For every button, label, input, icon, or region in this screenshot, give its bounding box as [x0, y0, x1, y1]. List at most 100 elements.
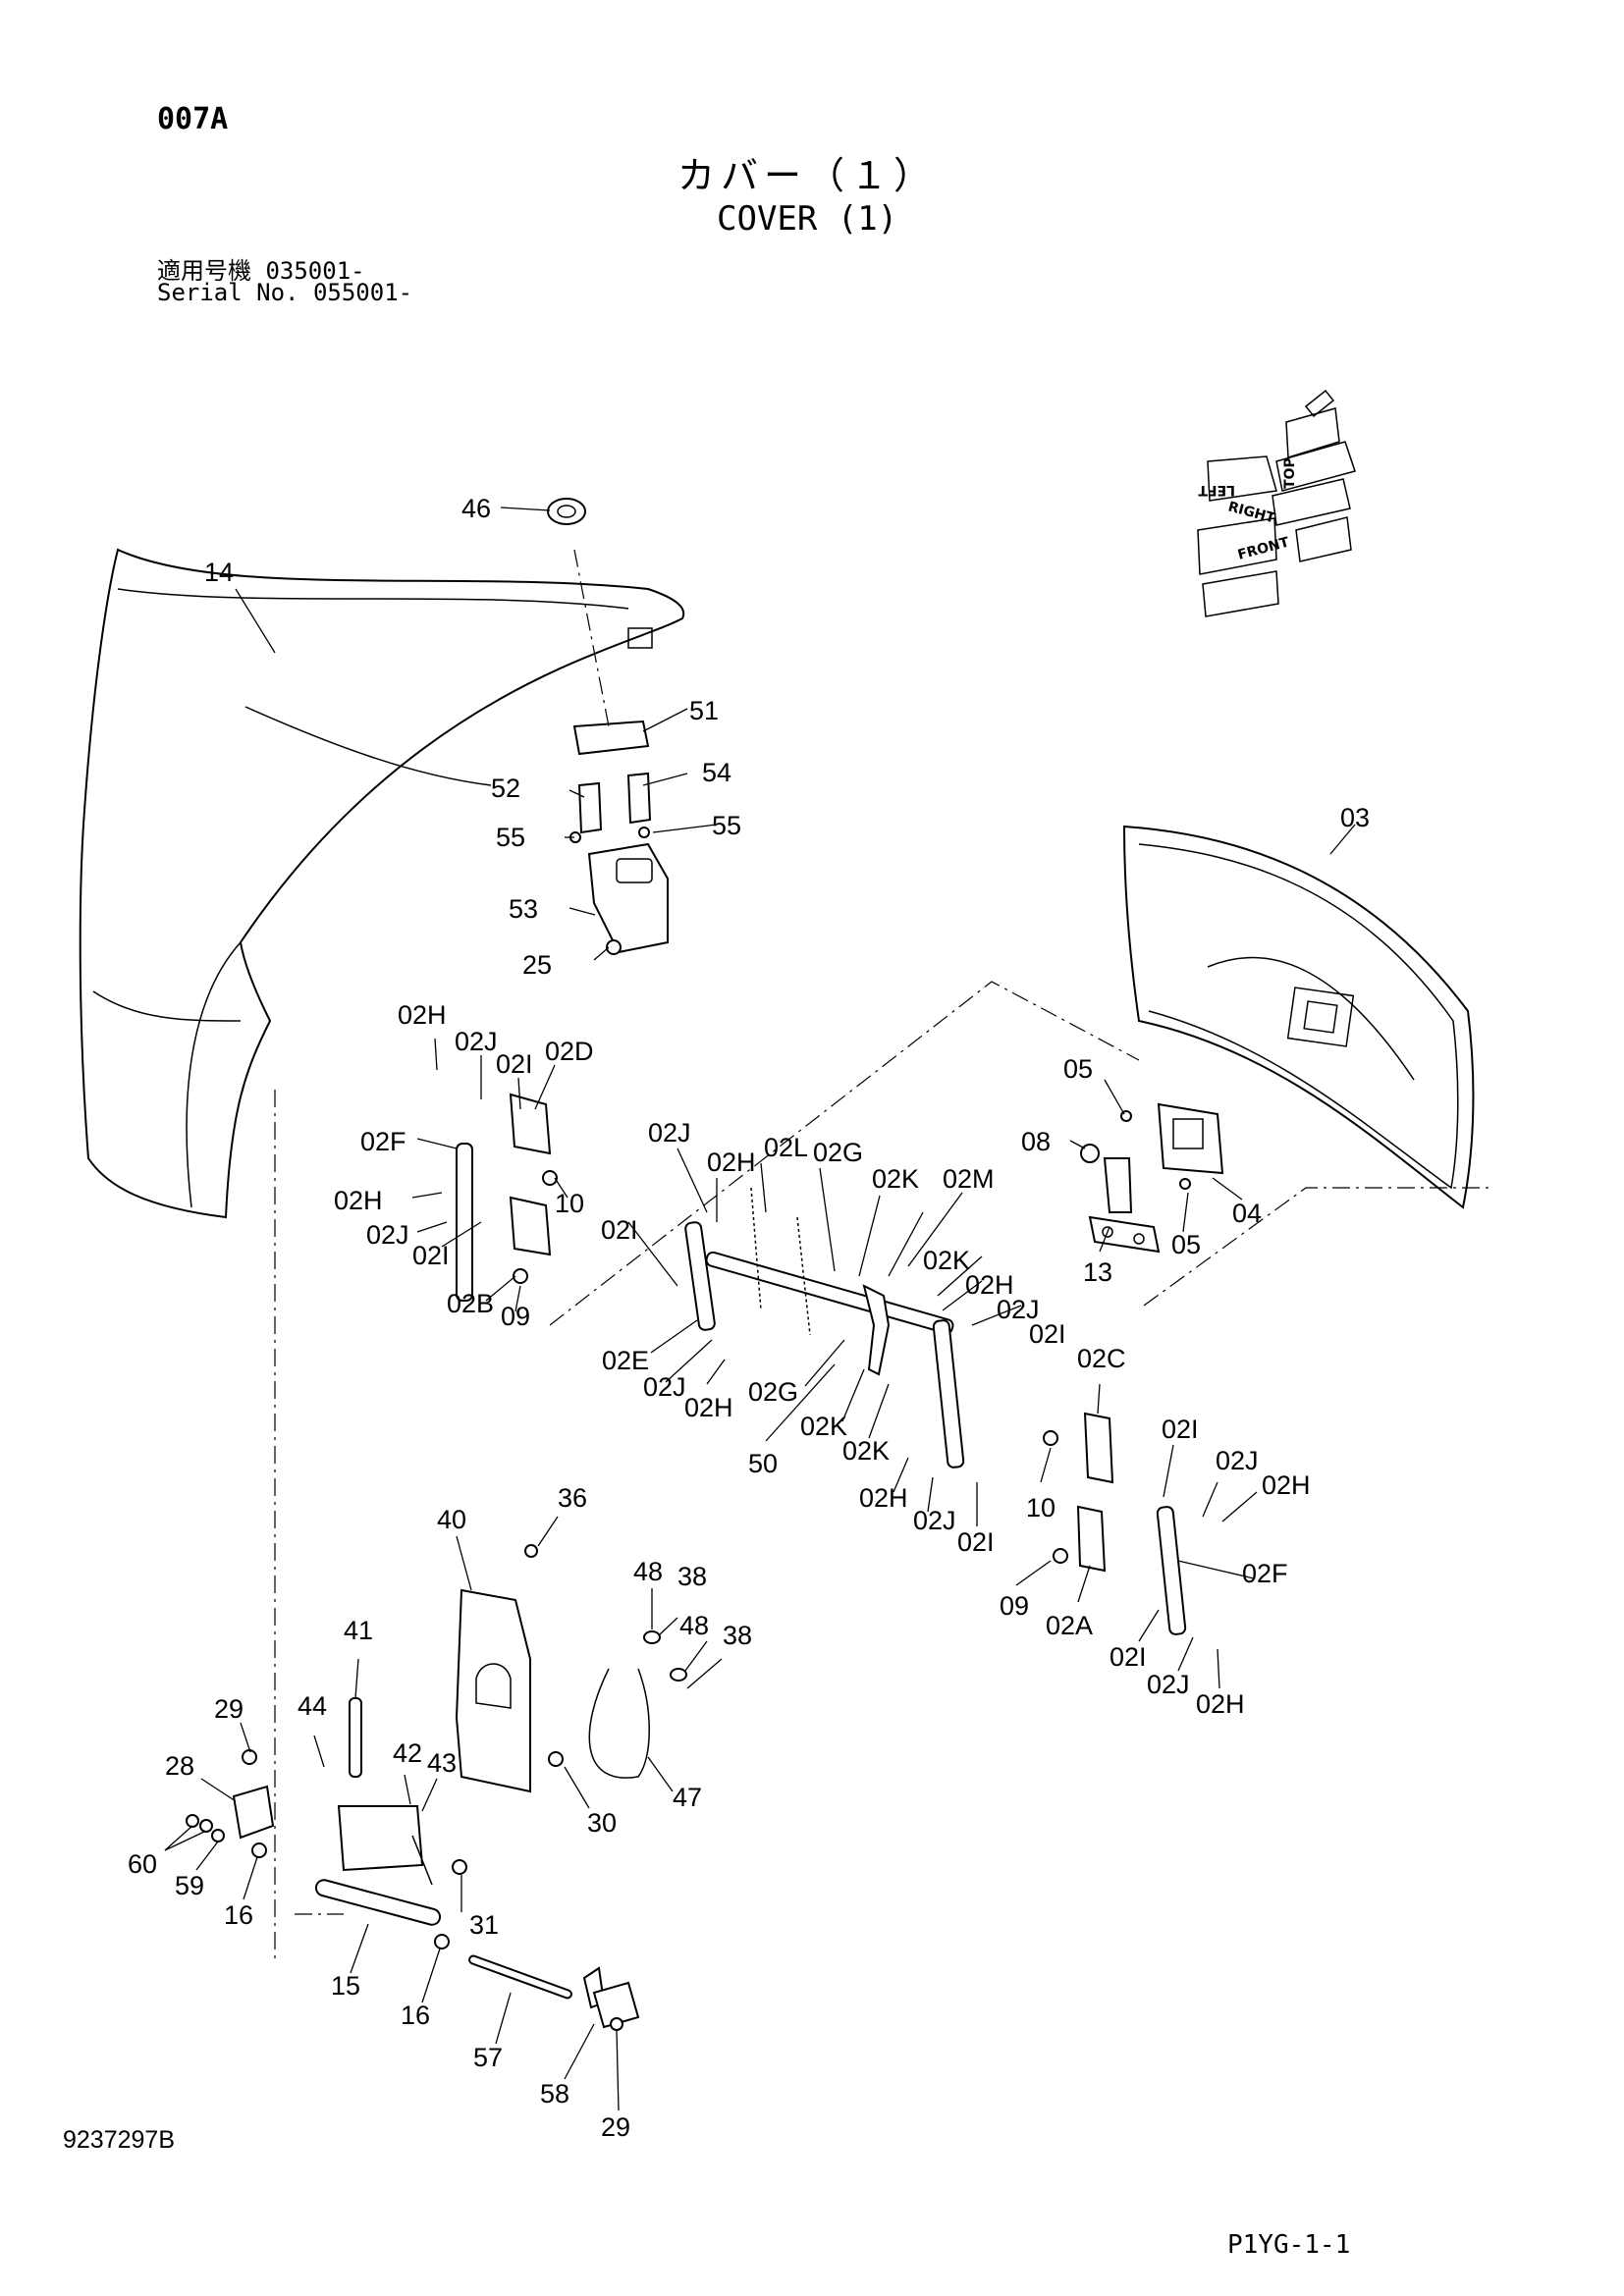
callout-label: 48	[679, 1611, 709, 1640]
callout-label: 44	[298, 1691, 327, 1721]
orientation-top-label: TOP	[1282, 457, 1298, 489]
callout-label: 02J	[997, 1295, 1040, 1324]
callout-label: 02J	[366, 1220, 409, 1250]
callout-label: 40	[437, 1505, 466, 1534]
callout-label: 02I	[412, 1241, 450, 1270]
callout-label: 29	[601, 2112, 630, 2142]
serial-applicable-jp: 適用号機 035001-	[157, 257, 365, 285]
callout-label: 02C	[1077, 1344, 1126, 1373]
lower-rod-assembly	[186, 1749, 640, 2031]
callout-labels: 46 14 51 54 52 55 55 53 25 03 02H 02J 02…	[128, 494, 1370, 2142]
serial-number: Serial No. 055001-	[157, 279, 413, 306]
cover-14	[79, 548, 685, 1219]
callout-label: 02A	[1046, 1611, 1093, 1640]
callout-label: 02H	[859, 1483, 908, 1513]
callout-label: 59	[175, 1871, 204, 1900]
callout-label: 02H	[965, 1270, 1014, 1300]
callout-label: 02I	[1029, 1319, 1066, 1349]
callout-label: 48	[633, 1557, 663, 1586]
link-assembly-left	[456, 1093, 558, 1302]
callout-label: 02E	[602, 1346, 649, 1375]
callout-label: 02H	[684, 1393, 733, 1422]
document-code: 9237297B	[63, 2126, 176, 2154]
link-assembly-right	[1043, 1412, 1187, 1635]
callout-label: 10	[1026, 1493, 1056, 1522]
title-japanese: カバー（１）	[677, 154, 938, 197]
callout-label: 53	[509, 894, 538, 924]
callout-label: 02J	[1216, 1446, 1259, 1475]
callout-label: 30	[587, 1808, 617, 1838]
orientation-front-label: FRONT	[1236, 534, 1291, 562]
callout-label: 13	[1083, 1257, 1112, 1287]
callout-label: 02L	[764, 1133, 808, 1162]
callout-label: 02J	[643, 1372, 686, 1402]
callout-label: 46	[461, 494, 491, 523]
callout-label: 02I	[601, 1215, 638, 1245]
callout-label: 38	[723, 1621, 752, 1650]
callout-label: 58	[540, 2079, 569, 2109]
callout-label: 02G	[748, 1377, 798, 1407]
callout-label: 02I	[1162, 1415, 1199, 1444]
callout-label: 52	[491, 774, 520, 803]
callout-label: 51	[689, 696, 719, 725]
callout-label: 02J	[648, 1118, 691, 1148]
orientation-indicator: TOP LEFT RIGHT FRONT	[1197, 389, 1356, 617]
sheet-code: P1YG-1-1	[1227, 2230, 1351, 2260]
callout-label: 02H	[334, 1186, 383, 1215]
callout-label: 43	[427, 1748, 457, 1778]
leader-lines	[164, 507, 1356, 2111]
callout-label: 02I	[496, 1049, 533, 1079]
callout-label: 54	[702, 758, 731, 787]
callout-label: 57	[473, 2043, 503, 2072]
callout-label: 02F	[1242, 1559, 1288, 1588]
callout-label: 60	[128, 1849, 157, 1879]
callout-label: 36	[558, 1483, 587, 1513]
orientation-left-label: LEFT	[1198, 482, 1235, 498]
latch-assembly	[1080, 1102, 1224, 1254]
callout-label: 02K	[872, 1164, 919, 1194]
callout-label: 02J	[1147, 1670, 1190, 1699]
callout-label: 05	[1063, 1054, 1093, 1084]
callout-label: 03	[1340, 803, 1370, 832]
callout-label: 47	[673, 1783, 702, 1812]
callout-label: 08	[1021, 1127, 1051, 1156]
callout-label: 04	[1232, 1199, 1262, 1228]
callout-label: 41	[344, 1616, 373, 1645]
callout-label: 25	[522, 950, 552, 980]
callout-label: 02H	[707, 1148, 756, 1177]
callout-label: 10	[555, 1189, 584, 1218]
callout-label: 02G	[813, 1138, 863, 1167]
callout-label: 16	[224, 1900, 253, 1930]
callout-label: 55	[712, 811, 741, 840]
callout-label: 02M	[943, 1164, 995, 1194]
callout-label: 42	[393, 1738, 422, 1768]
callout-label: 29	[214, 1694, 244, 1724]
callout-label: 09	[501, 1302, 530, 1331]
callout-label: 09	[1000, 1591, 1029, 1621]
cover-03	[1122, 825, 1475, 1209]
callout-label: 02H	[398, 1000, 447, 1030]
link-assembly-center	[684, 1187, 965, 1468]
orientation-right-label: RIGHT	[1226, 499, 1277, 526]
callout-label: 02D	[545, 1037, 594, 1066]
callout-label: 50	[748, 1449, 778, 1478]
callout-label: 02K	[800, 1412, 847, 1441]
callout-label: 02K	[842, 1436, 890, 1466]
callout-label: 55	[496, 823, 525, 852]
callout-label: 15	[331, 1971, 360, 2001]
callout-label: 02H	[1262, 1470, 1311, 1500]
callout-label: 02K	[923, 1246, 970, 1275]
callout-label: 28	[165, 1751, 194, 1781]
callout-label: 02I	[1110, 1642, 1147, 1672]
callout-label: 02H	[1196, 1689, 1245, 1719]
callout-label: 02B	[447, 1289, 494, 1318]
lower-plate-assembly	[337, 1544, 687, 1886]
callout-label: 14	[204, 558, 234, 587]
bracket-assembly-upper	[569, 720, 669, 955]
callout-label: 31	[469, 1910, 499, 1940]
callout-label: 16	[401, 2001, 430, 2030]
callout-label: 02J	[913, 1506, 956, 1535]
grommet-46	[547, 498, 586, 525]
callout-label: 02I	[957, 1527, 995, 1557]
